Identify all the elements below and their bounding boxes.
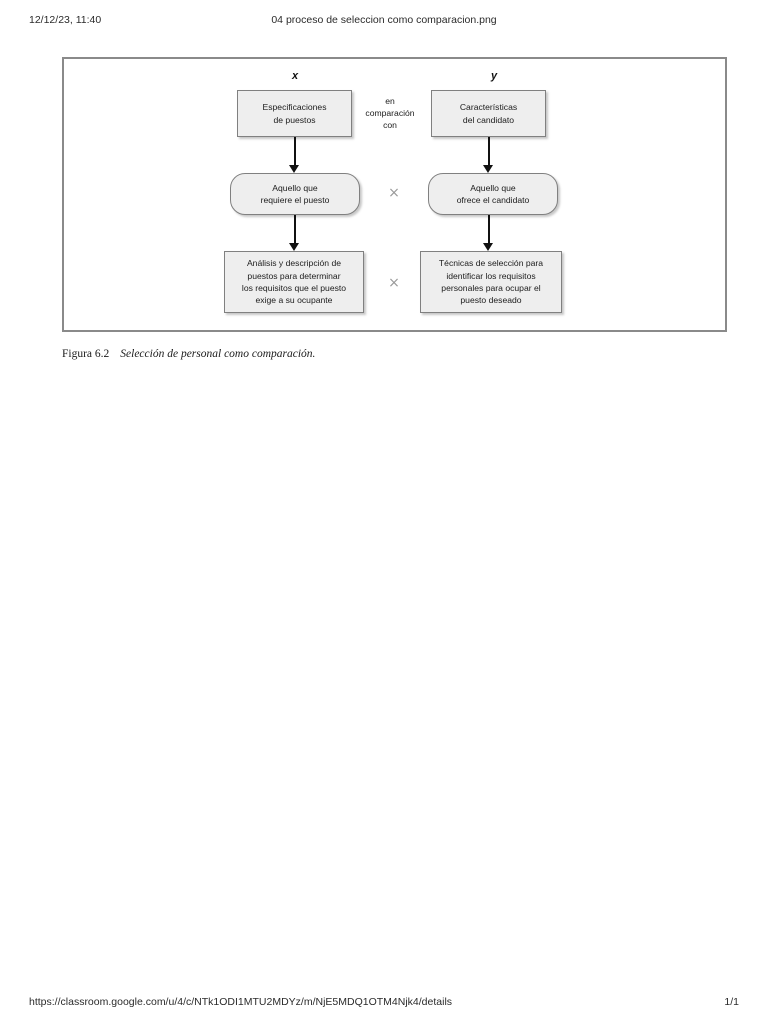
page-number: 1/1: [724, 996, 739, 1008]
figure-caption: Figura 6.2 Selección de personal como com…: [62, 348, 315, 360]
variable-label-x: x: [291, 70, 299, 82]
arrow-head: [289, 165, 299, 173]
arrow-shaft: [488, 215, 490, 243]
arrow-head: [483, 243, 493, 251]
print-header: 12/12/23, 11:40 04 proceso de seleccion …: [0, 14, 768, 28]
arrow-shaft: [294, 215, 296, 243]
figure-caption-title: Selección de personal como comparación.: [120, 348, 316, 360]
print-date: 12/12/23, 11:40: [29, 14, 102, 26]
times-symbol-bottom: ×: [388, 275, 400, 291]
figure-caption-label: Figura 6.2: [62, 348, 110, 360]
arrow-head: [289, 243, 299, 251]
print-footer: https://classroom.google.com/u/4/c/NTk1O…: [0, 996, 768, 1010]
arrow-shaft: [294, 137, 296, 165]
source-url: https://classroom.google.com/u/4/c/NTk1O…: [29, 996, 453, 1008]
print-document-title: 04 proceso de seleccion como comparacion…: [271, 14, 497, 26]
arrow-down-left-top: [289, 137, 300, 173]
times-symbol-middle: ×: [388, 185, 400, 201]
arrow-head: [483, 165, 493, 173]
variable-label-y: y: [490, 70, 498, 82]
arrow-down-right-bottom: [483, 215, 494, 251]
arrow-shaft: [488, 137, 490, 165]
arrow-down-left-bottom: [289, 215, 300, 251]
arrow-down-right-top: [483, 137, 494, 173]
